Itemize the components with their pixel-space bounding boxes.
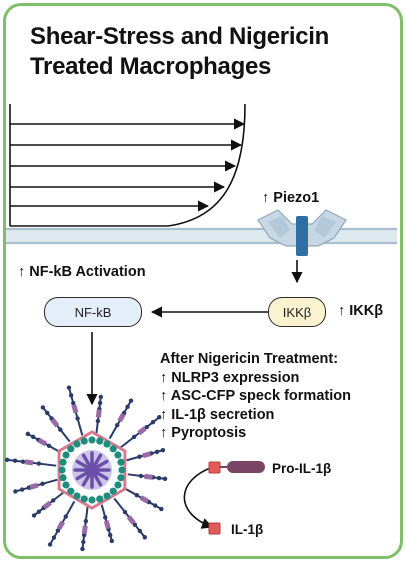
title-line-2: Treated Macrophages [30,53,272,80]
list-item: ↑ IL-1β secretion [160,406,275,423]
nfkb-node-label: NF-kB [74,304,112,320]
shear-flow-profile [9,103,246,227]
list-item: ↑ NLRP3 expression [160,369,300,386]
inflammasome-speck-icon [4,385,168,552]
ikkb-node-label: IKKβ [282,304,312,320]
ikkb-node: IKKβ [268,297,326,327]
piezo1-label: ↑ Piezo1 [262,190,320,206]
piezo1-channel-icon [257,209,347,256]
pro-il1b-label: Pro-IL-1β [272,461,332,476]
nfkb-activation-label: ↑ NF-kB Activation [18,264,146,280]
il1b-label: IL-1β [231,522,264,537]
after-treatment-list: After Nigericin Treatment: ↑ NLRP3 expre… [160,350,351,443]
figure-title: Shear-Stress and Nigericin Treated Macro… [30,22,370,82]
title-line-1: Shear-Stress and Nigericin [30,23,329,50]
list-item: ↑ ASC-CFP speck formation [160,388,351,404]
il1b-icon [208,522,221,535]
list-item: ↑ Pyroptosis [160,425,247,441]
after-treatment-heading: After Nigericin Treatment: [160,351,339,367]
arrow-pro-to-mature [183,466,214,529]
nfkb-node: NF-kB [44,297,142,327]
ikkb-label: ↑ IKKβ [338,303,384,319]
pro-il1b-icon [208,461,265,474]
figure-frame [3,3,403,559]
